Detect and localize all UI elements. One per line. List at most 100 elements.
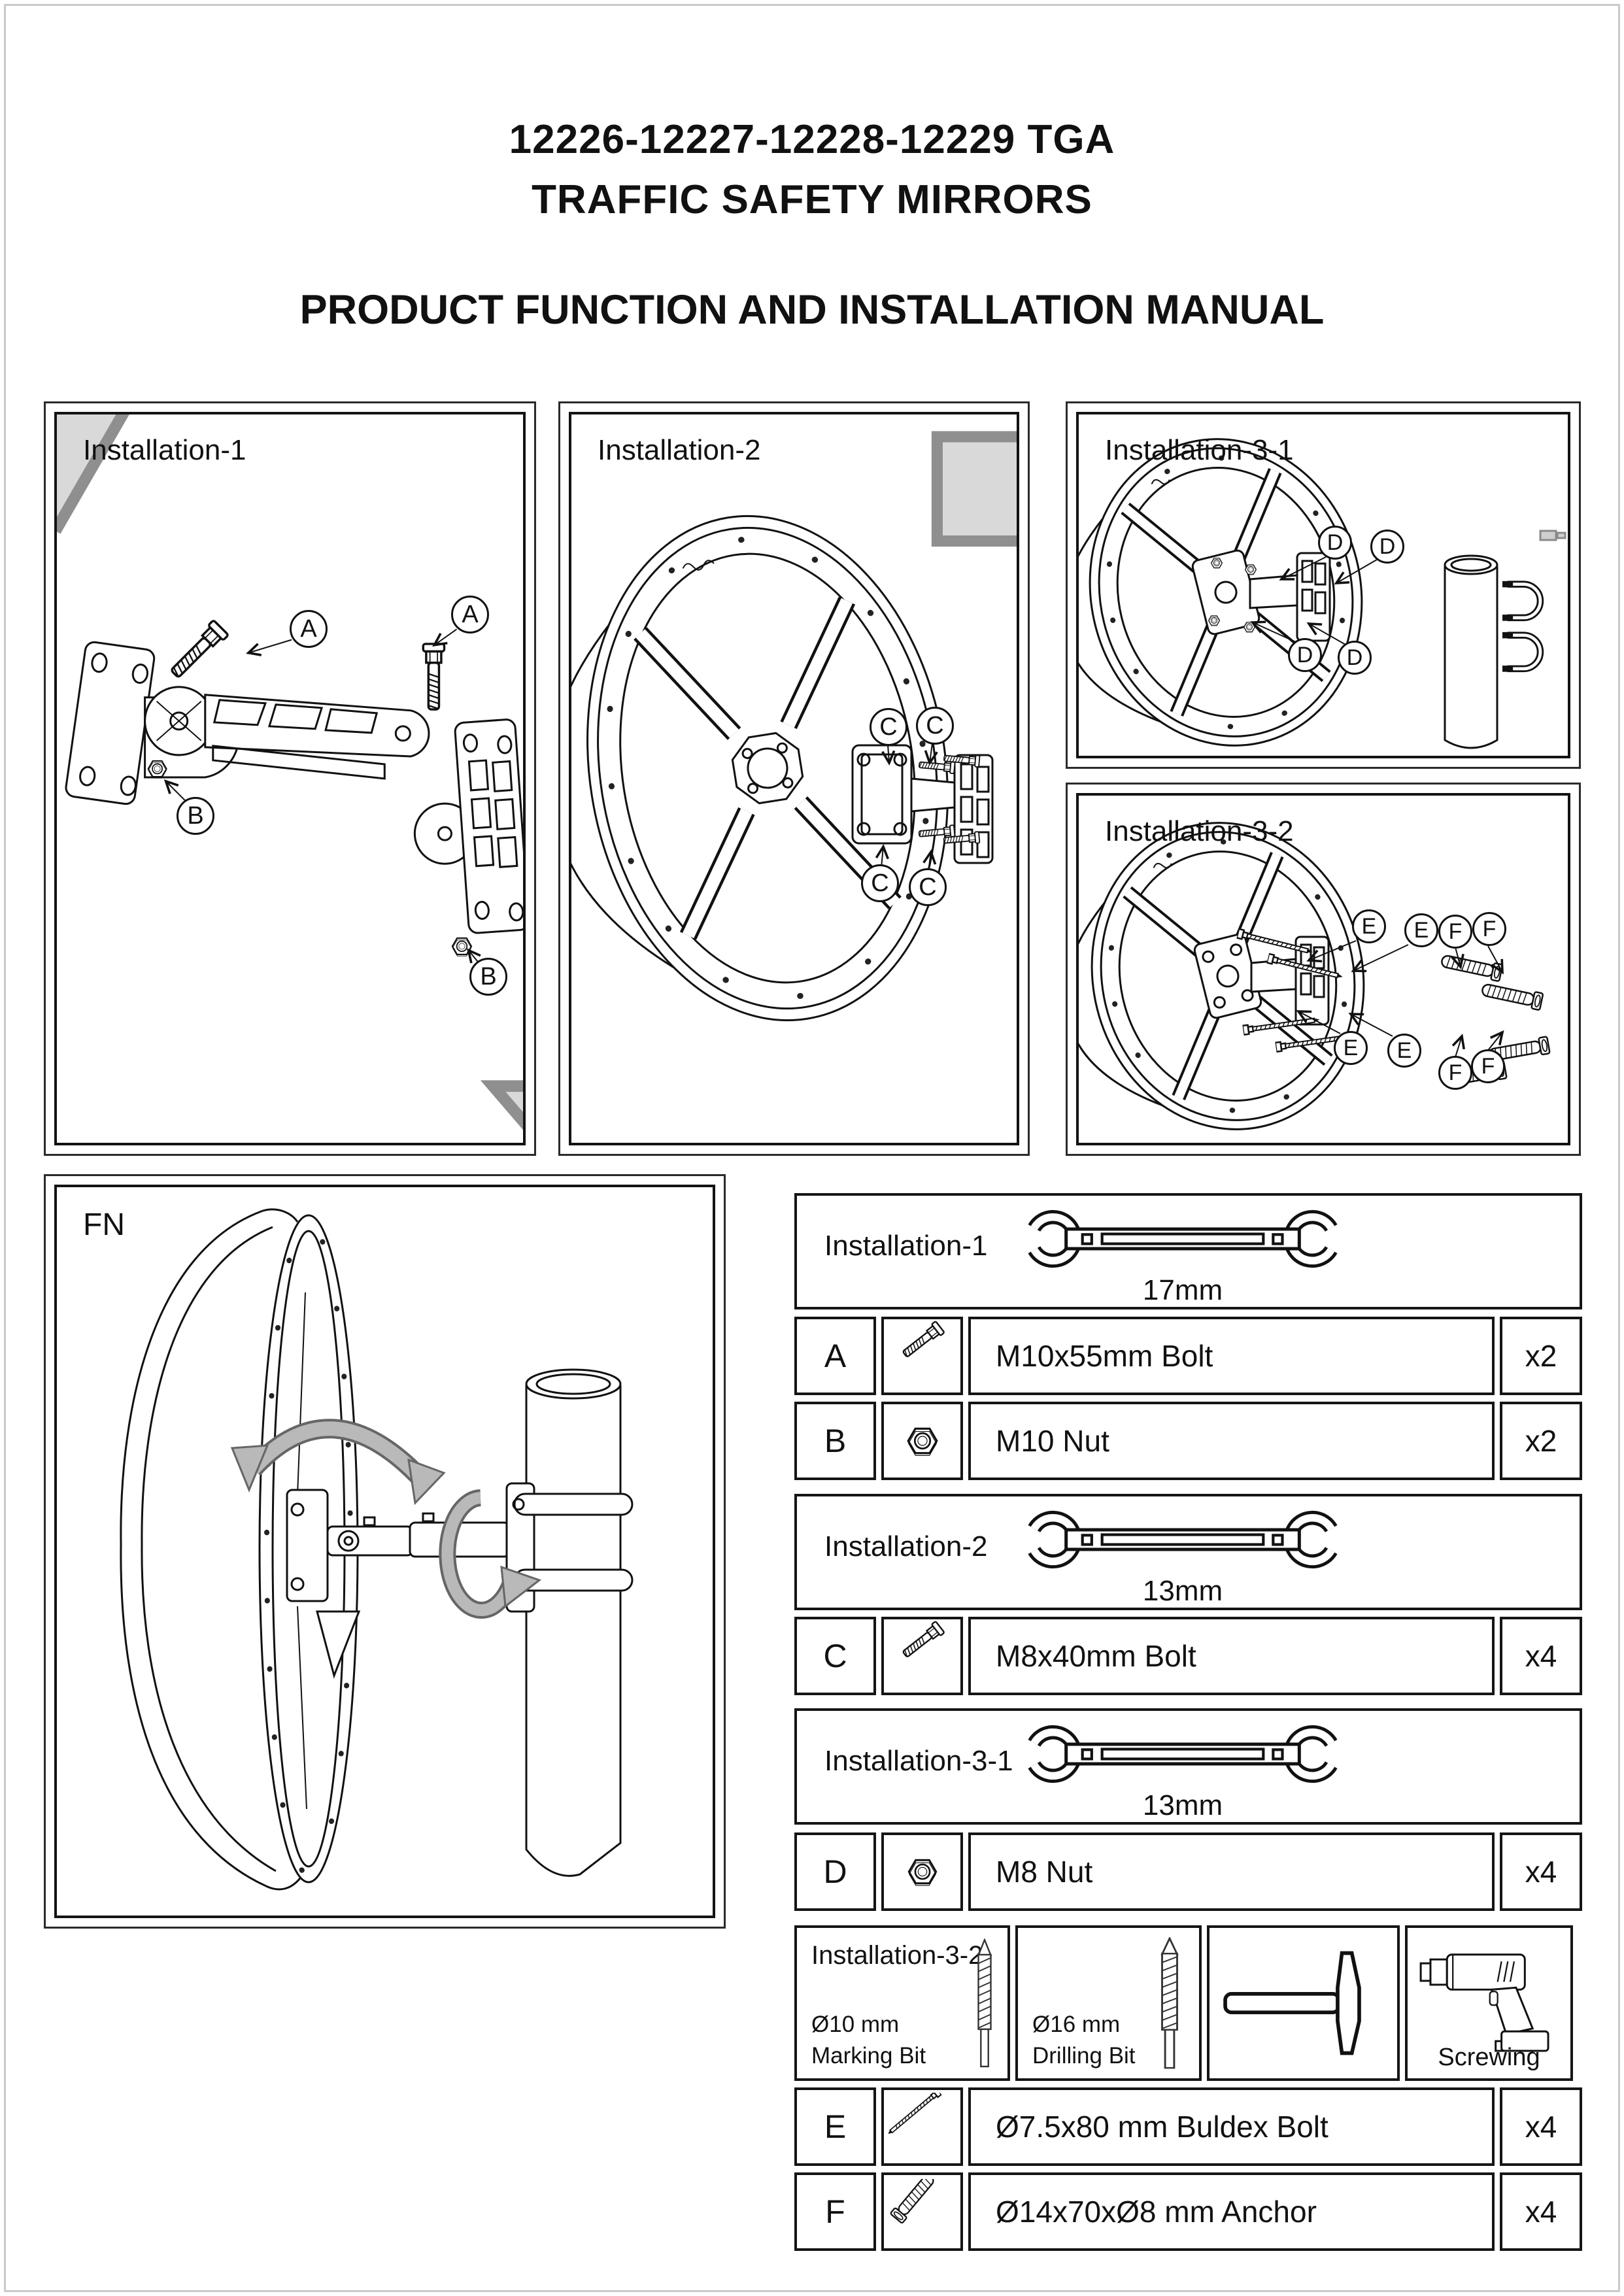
wrench-icon — [1000, 1507, 1366, 1572]
part-id: D — [794, 1832, 876, 1911]
part-id: C — [794, 1617, 876, 1695]
section-label: Installation-3-2 — [811, 1941, 983, 1970]
installation-1-label: Installation-1 — [83, 434, 246, 466]
title-line-1: 12226-12227-12228-12229 TGA — [509, 117, 1115, 162]
part-desc: M8 Nut — [968, 1832, 1495, 1911]
part-desc: M10x55mm Bolt — [968, 1317, 1495, 1395]
part-qty: x4 — [1500, 1617, 1582, 1695]
part-id: B — [794, 1402, 876, 1480]
assembly-arrow-icon — [937, 414, 1017, 627]
fn-panel: FN — [44, 1174, 726, 1929]
callout-e: E — [1334, 1031, 1368, 1065]
part-desc: Ø7.5x80 mm Buldex Bolt — [968, 2087, 1495, 2166]
tool-name: Drilling Bit — [1032, 2043, 1136, 2068]
part-id: A — [794, 1317, 876, 1395]
mirror-bracket — [1249, 552, 1331, 642]
installation-3-2-diagram — [1079, 822, 1551, 1130]
mirror-back — [1079, 822, 1365, 1130]
part-id: E — [794, 2087, 876, 2166]
callout-d: D — [1288, 638, 1322, 672]
installation-2-panel: Installation-2 — [558, 401, 1030, 1156]
callout-c: C — [861, 864, 899, 902]
tool-size: Ø16 mm — [1032, 2012, 1121, 2037]
installation-1-panel: Installation-1 — [44, 401, 536, 1156]
u-bolt-icon — [1502, 632, 1540, 672]
callout-c: C — [916, 707, 954, 745]
brand-mark-icon — [682, 560, 715, 571]
part-qty: x2 — [1500, 1317, 1582, 1395]
callout-f: F — [1472, 912, 1506, 946]
mirror-back — [571, 515, 949, 1022]
buldex-bolt-icon — [881, 2087, 963, 2166]
part-qty: x2 — [1500, 1402, 1582, 1480]
brand-mark-icon — [1151, 479, 1170, 485]
wrench-size: 17mm — [1142, 1274, 1223, 1306]
u-bolt-icon — [1502, 581, 1540, 621]
installation-3-1-diagram — [1079, 438, 1566, 749]
installation-3-2-label: Installation-3-2 — [1105, 815, 1294, 847]
part-desc: M8x40mm Bolt — [968, 1617, 1495, 1695]
callout-e: E — [1387, 1034, 1421, 1068]
section-installation-3-1: Installation-3-1 13mm — [794, 1708, 1582, 1825]
pivot-arm-part — [144, 686, 430, 780]
part-qty: x4 — [1500, 1832, 1582, 1911]
gray-bolt-icon — [1539, 530, 1566, 541]
installation-3-1-label: Installation-3-1 — [1105, 434, 1294, 466]
anchor-icon — [1480, 980, 1544, 1011]
callout-d: D — [1318, 526, 1352, 560]
callout-b: B — [177, 797, 214, 835]
callout-a: A — [451, 596, 489, 633]
callout-f: F — [1471, 1049, 1505, 1083]
tool-marking-bit: Installation-3-2 Ø10 mm Marking Bit — [794, 1925, 1010, 2081]
callout-e: E — [1404, 913, 1438, 947]
mounting-pole — [525, 1368, 622, 1877]
installation-2-diagram — [571, 414, 1017, 1022]
installation-2-label: Installation-2 — [598, 434, 761, 466]
callout-a: A — [290, 610, 328, 648]
wrench-size: 13mm — [1142, 1575, 1223, 1607]
hex-bolt-icon — [881, 1617, 963, 1695]
fn-label: FN — [83, 1207, 125, 1242]
part-desc: Ø14x70xØ8 mm Anchor — [968, 2172, 1495, 2251]
section-label: Installation-1 — [824, 1230, 988, 1262]
tool-name: Marking Bit — [811, 2043, 926, 2068]
callout-e: E — [1352, 909, 1386, 943]
section-label: Installation-2 — [824, 1530, 988, 1562]
part-qty: x4 — [1500, 2087, 1582, 2166]
callout-f: F — [1438, 1056, 1472, 1090]
tool-drilling-bit: Ø16 mm Drilling Bit — [1015, 1925, 1202, 2081]
hex-nut-icon — [881, 1832, 963, 1911]
callout-d: D — [1370, 530, 1404, 564]
installation-3-1-panel: Installation-3-1 — [1066, 401, 1581, 769]
brand-mark-icon — [1153, 862, 1172, 869]
cordless-drill-icon — [1419, 1953, 1549, 2052]
drill-bit-icon — [1161, 1937, 1178, 2069]
part-desc: M10 Nut — [968, 1402, 1495, 1480]
tool-screwing-drill: Screwing — [1405, 1925, 1573, 2081]
document-subtitle: PRODUCT FUNCTION AND INSTALLATION MANUAL — [299, 287, 1325, 333]
bolt-a-icon — [165, 618, 230, 683]
document-title: 12226-12227-12228-12229 TGA TRAFFIC SAFE… — [0, 110, 1624, 230]
title-line-2: TRAFFIC SAFETY MIRRORS — [532, 177, 1092, 222]
rotation-arrow-icon — [439, 1489, 542, 1619]
mirror-side-view — [120, 1208, 361, 1891]
drill-bit-icon — [977, 1938, 992, 2068]
pole-plate-part — [413, 718, 523, 957]
callout-c: C — [870, 708, 907, 746]
installation-3-2-panel: Installation-3-2 — [1066, 783, 1581, 1156]
fn-diagram — [120, 1208, 634, 1891]
part-qty: x4 — [1500, 2172, 1582, 2251]
anchor-icon — [881, 2172, 963, 2251]
hex-bolt-icon — [881, 1317, 963, 1395]
tool-size: Ø10 mm — [811, 2012, 900, 2037]
section-label: Installation-3-1 — [824, 1745, 1013, 1777]
bolt-a-icon — [422, 643, 446, 711]
callout-d: D — [1338, 641, 1372, 675]
rotation-arrow-icon — [230, 1419, 446, 1506]
clamp-band — [512, 1493, 634, 1592]
callout-f: F — [1438, 915, 1472, 949]
wrench-size: 13mm — [1142, 1789, 1223, 1821]
section-installation-1: Installation-1 17mm — [794, 1193, 1582, 1309]
callout-c: C — [909, 868, 947, 906]
